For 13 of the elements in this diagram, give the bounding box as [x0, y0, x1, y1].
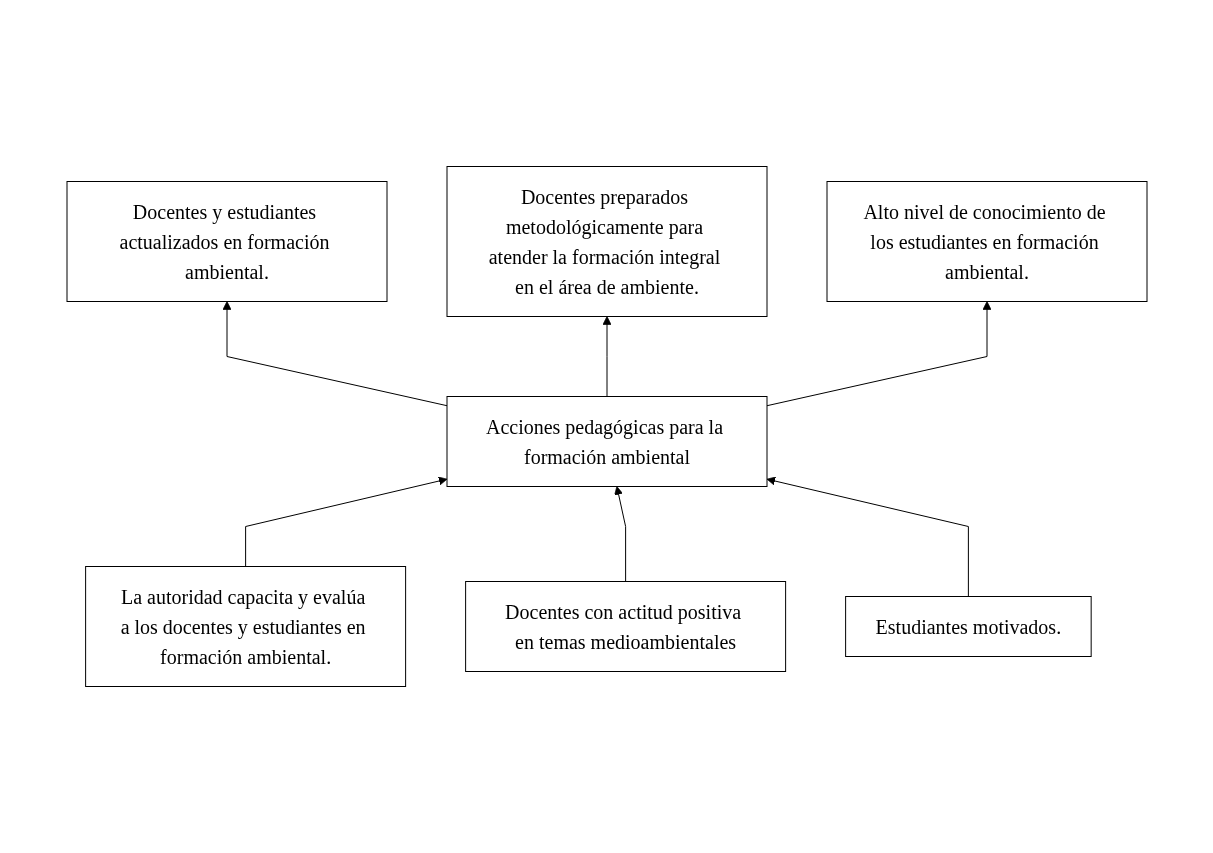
node-box: Docentes y estudiantes actualizados en formación ambiental. — [66, 181, 387, 302]
arrow — [244, 476, 447, 567]
arrow — [613, 486, 626, 582]
arrow — [766, 301, 991, 407]
node-box: Estudiantes motivados. — [844, 596, 1092, 657]
node-box: Alto nivel de conocimiento de los estudiantes en formación ambiental. — [826, 181, 1147, 302]
node-box: Docentes con actitud positiva en temas medioambientales — [464, 581, 786, 672]
arrow — [766, 476, 969, 597]
node-box: Acciones pedagógicas para la formación ambiental — [446, 396, 767, 487]
node-box: La autoridad capacita y evalúa a los docentes y estudiantes en formación ambiental. — [84, 566, 406, 687]
arrow — [222, 301, 447, 407]
arrow — [602, 316, 611, 397]
node-box: Docentes preparados metodológicamente para atender la formación integral en el área de ambiente. — [446, 166, 767, 317]
